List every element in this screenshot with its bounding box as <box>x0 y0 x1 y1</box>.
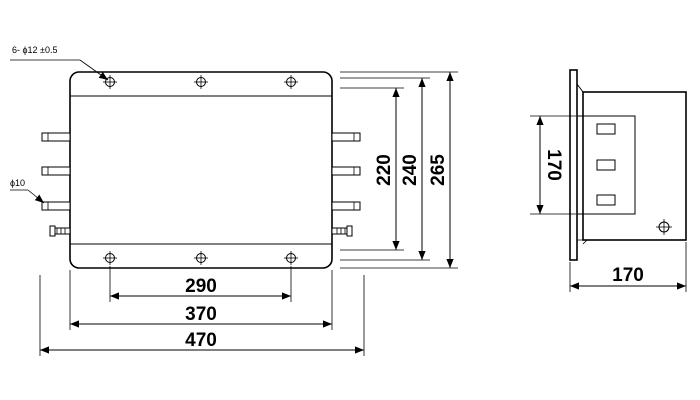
ground-screw-icon <box>656 219 672 235</box>
mount-hole-icon <box>103 75 117 89</box>
side-body-outline <box>582 91 687 241</box>
terminal-icon <box>331 201 361 211</box>
terminal-icon <box>41 201 71 211</box>
side-dim-depth: 170 <box>612 265 644 286</box>
dim-width-body: 370 <box>185 304 217 325</box>
filter-body-outline <box>69 71 333 269</box>
dim-width-holes: 290 <box>185 276 217 297</box>
terminal-icon <box>331 166 361 176</box>
terminal-icon <box>41 132 71 142</box>
mount-hole-icon <box>103 251 117 265</box>
ground-stud-icon <box>331 225 353 237</box>
terminal-slot-icon <box>596 159 616 171</box>
mount-hole-callout: 6- ϕ12 ±0.5 <box>10 45 109 81</box>
front-view: 6- ϕ12 ±0.5 ϕ10 290 370 470 <box>10 45 458 356</box>
dim-width-total: 470 <box>185 330 217 351</box>
mount-hole-label: 6- ϕ12 ±0.5 <box>12 45 58 55</box>
width-dimensions: 290 370 470 <box>39 266 365 356</box>
terminal-dia-label: ϕ10 <box>10 178 25 188</box>
dim-height-total: 265 <box>428 154 449 186</box>
mount-hole-icon <box>194 75 208 89</box>
mount-hole-icon <box>284 251 298 265</box>
terminal-icon <box>331 132 361 142</box>
mount-hole-icon <box>194 251 208 265</box>
left-terminals <box>41 132 71 237</box>
side-view: 170 170 <box>530 69 687 292</box>
dim-height-body: 240 <box>400 154 421 186</box>
terminal-slot-icon <box>596 123 616 135</box>
side-dim-height: 170 <box>543 149 564 181</box>
ground-stud-icon <box>49 225 71 237</box>
dim-height-inner: 220 <box>374 154 395 186</box>
terminal-slot-icon <box>596 194 616 206</box>
side-terminal-block <box>576 115 636 215</box>
height-dimensions: 220 240 265 <box>340 71 458 269</box>
mount-hole-icon <box>284 75 298 89</box>
terminal-dia-callout: ϕ10 <box>10 178 45 204</box>
side-flange <box>569 69 578 261</box>
right-terminals <box>331 132 361 237</box>
terminal-icon <box>41 166 71 176</box>
